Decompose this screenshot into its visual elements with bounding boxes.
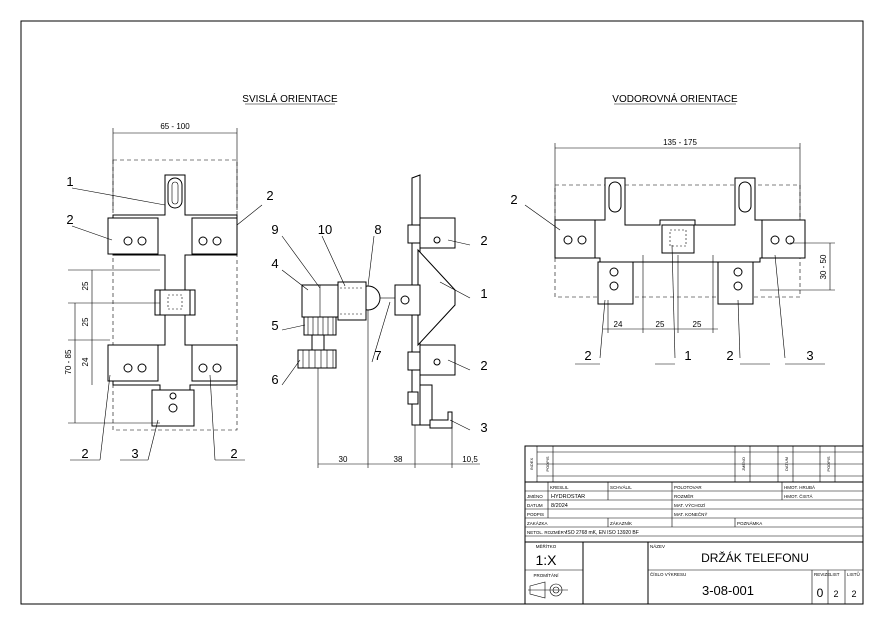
callout-2-horizontal-a: 2 bbox=[510, 192, 517, 207]
tb-jmeno-top: JMÉNO bbox=[741, 457, 746, 471]
tb-revize-value: 0 bbox=[817, 586, 824, 600]
callout-3-side: 3 bbox=[480, 420, 487, 435]
callout-4: 4 bbox=[271, 256, 278, 271]
tb-scale: 1:X bbox=[535, 552, 557, 568]
drawing-title: DRŽÁK TELEFONU bbox=[701, 550, 809, 565]
callout-2-side-b: 2 bbox=[480, 358, 487, 373]
sheet-border bbox=[20, 20, 864, 605]
tb-revize: REVIZE bbox=[814, 572, 830, 577]
callout-1-side: 1 bbox=[480, 286, 487, 301]
side-view: 30 38 10,5 9 10 8 4 5 6 7 2 1 2 3 bbox=[271, 174, 488, 468]
tb-mat-konecny: MAT. KONEČNÝ bbox=[674, 511, 707, 517]
callout-2-side-a: 2 bbox=[480, 233, 487, 248]
callout-9: 9 bbox=[271, 222, 278, 237]
callout-1-horizontal: 1 bbox=[684, 348, 691, 363]
drawing-number: 3-08-001 bbox=[702, 583, 754, 598]
projection-symbol-icon bbox=[528, 581, 568, 599]
vertical-front-view: 65 - 100 25 25 70 - 85 24 bbox=[64, 122, 274, 461]
callout-3-vertical: 3 bbox=[131, 446, 138, 461]
callout-2-horizontal-b: 2 bbox=[584, 348, 591, 363]
tb-jmeno-value: HYDROSTAR bbox=[551, 494, 585, 500]
tb-podpis-row: PODPIS bbox=[527, 512, 544, 517]
dim-70-85: 70 - 85 bbox=[64, 349, 73, 374]
tb-zakaznik: ZÁKAZNÍK bbox=[610, 520, 632, 526]
dim-width-horizontal: 135 - 175 bbox=[663, 138, 697, 147]
tb-jmeno: JMÉNO bbox=[527, 493, 543, 499]
callout-2-vertical-d: 2 bbox=[230, 446, 237, 461]
tb-kreslil: KRESLIL bbox=[550, 485, 569, 490]
title-block: INDEX PODPIS JMÉNO DATUM PODPIS KRESLIL … bbox=[524, 445, 864, 605]
tb-hmot-hruba: HMOT. HRUBÁ bbox=[784, 484, 815, 490]
tb-cislo-vykresu: ČÍSLO VÝKRESU bbox=[650, 571, 686, 577]
callout-2-vertical-c: 2 bbox=[81, 446, 88, 461]
tb-datum-value: 8/2024 bbox=[551, 503, 568, 509]
callout-6: 6 bbox=[271, 372, 278, 387]
horizontal-orientation-title: VODOROVNÁ ORIENTACE bbox=[612, 92, 738, 105]
dim-24-horizontal: 24 bbox=[614, 320, 623, 329]
dim-30: 30 bbox=[339, 455, 348, 464]
tb-podpis-left: PODPIS bbox=[545, 456, 550, 471]
callout-2-vertical-a: 2 bbox=[66, 212, 73, 227]
tb-zakazka: ZAKÁZKA bbox=[527, 520, 548, 526]
tb-list: LIST bbox=[830, 572, 840, 577]
tb-mat-vychozi: MAT. VÝCHOZÍ bbox=[674, 502, 706, 508]
dim-width-vertical: 65 - 100 bbox=[160, 122, 190, 131]
callout-2-horizontal-c: 2 bbox=[726, 348, 733, 363]
tb-schvalil: SCHVÁLIL bbox=[610, 484, 632, 490]
tb-promitani: PROMÍTÁNÍ bbox=[533, 572, 559, 578]
callout-10: 10 bbox=[318, 222, 332, 237]
tb-netol-rozmery: NETOL. ROZMĚRY bbox=[527, 528, 567, 535]
tb-rozmer: ROZMĚR bbox=[674, 492, 694, 499]
callout-1-vertical: 1 bbox=[66, 174, 73, 189]
tb-meritko: MĚŘÍTKO bbox=[536, 542, 557, 549]
vertical-orientation-title: SVISLÁ ORIENTACE bbox=[242, 92, 338, 105]
tb-list-value: 2 bbox=[833, 589, 838, 599]
dim-38: 38 bbox=[394, 455, 403, 464]
tb-nazev: NÁZEV bbox=[650, 543, 665, 549]
dim-24-vertical: 24 bbox=[81, 357, 90, 366]
dim-10-5: 10,5 bbox=[462, 455, 478, 464]
callout-2-vertical-b: 2 bbox=[266, 188, 273, 203]
dim-25-upper: 25 bbox=[81, 281, 90, 290]
horizontal-view: 135 - 175 24 25 25 30 - 50 bbox=[510, 138, 835, 365]
tb-polotovar: POLOTOVAR bbox=[674, 485, 702, 490]
callout-7: 7 bbox=[374, 348, 381, 363]
tb-index: INDEX bbox=[529, 458, 534, 471]
callout-5: 5 bbox=[271, 318, 278, 333]
tb-listu-value: 2 bbox=[851, 589, 856, 599]
tb-hmot-cista: HMOT. ČISTÁ bbox=[784, 493, 813, 499]
dim-25-horizontal-left: 25 bbox=[656, 320, 665, 329]
tb-tolerances: ISO 2768 mK, EN ISO 13920 BF bbox=[566, 530, 639, 536]
dim-25-lower: 25 bbox=[81, 317, 90, 326]
tb-datum: DATUM bbox=[527, 503, 543, 508]
tb-datum-top: DATUM bbox=[784, 457, 789, 471]
callout-8: 8 bbox=[374, 222, 381, 237]
callout-3-horizontal: 3 bbox=[806, 348, 813, 363]
tb-poznamka: POZNÁMKA bbox=[737, 520, 762, 526]
tb-listu: LISTŮ bbox=[847, 571, 860, 577]
tb-podpis-top: PODPIS bbox=[826, 456, 831, 471]
dim-30-50: 30 - 50 bbox=[819, 254, 828, 279]
dim-25-horizontal-right: 25 bbox=[693, 320, 702, 329]
